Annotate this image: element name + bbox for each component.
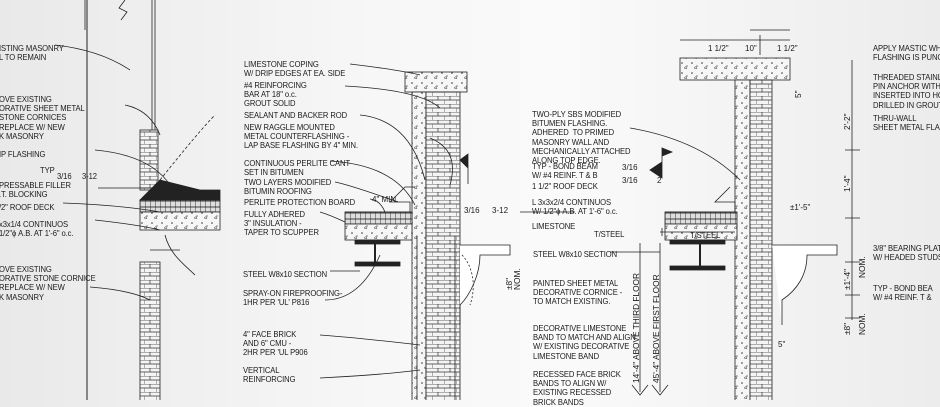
sealant-label: SEALANT AND BACKER ROD bbox=[244, 110, 348, 120]
dim-10: 10" bbox=[745, 44, 757, 53]
angle-label: L 3x3x2/4 CONTINUOS W/ 1/2"ϕ A.B. AT 1'-… bbox=[532, 197, 618, 217]
weld-length-top: 2 bbox=[657, 163, 662, 172]
painted-cornice-label: PAINTED SHEET METAL DECORATIVE CORNICE -… bbox=[533, 278, 623, 307]
insulation-label: FULLY ADHERED 3" INSULATION - TAPER TO S… bbox=[244, 209, 319, 238]
weld-spacing-label: 3-12 bbox=[82, 171, 97, 181]
roof-deck-label: 1 1/2" ROOF DECK bbox=[532, 181, 598, 191]
coping-label: LIMESTONE COPING W/ DRIP EDGES AT EA. SI… bbox=[244, 59, 346, 79]
dim-8: ±8" bbox=[842, 322, 852, 335]
weld-size-label: 3/16 bbox=[57, 171, 72, 181]
bond-beam-label: TYP - BOND BEAM W/ #4 REINF. T & B bbox=[532, 161, 598, 181]
counterflashing-label: NEW RAGGLE MOUNTED METAL COUNTERFLASHING… bbox=[244, 122, 358, 151]
roof-deck-label: /2" ROOF DECK bbox=[0, 202, 55, 212]
steel-section-label: STEEL W8x10 SECTION bbox=[243, 269, 328, 279]
bearing-plate-label: 3/8" BEARING PLAT W/ HEADED STUDS bbox=[873, 243, 940, 263]
dim-5: 5" bbox=[793, 90, 803, 98]
typ-label: TYP bbox=[40, 165, 55, 175]
weld-spacing-label: 3-12 bbox=[492, 206, 509, 215]
bond-beam-label: TYP - BOND BEA W/ #4 REINF. T & bbox=[873, 283, 933, 303]
weld-size-bottom: 3/16 bbox=[622, 176, 638, 185]
elevation-third-floor: 14'-4" ABOVE THIRD FLOOR bbox=[631, 273, 641, 383]
steel-section-label: STEEL W8x10 SECTION bbox=[533, 249, 618, 259]
dim-1-1-2-right: 1 1/2" bbox=[777, 44, 798, 53]
protection-board-label: PERLITE PROTECTION BOARD bbox=[244, 197, 356, 207]
face-brick-label: 4" FACE BRICK AND 6" CMU - 2HR PER 'UL P… bbox=[243, 329, 308, 358]
min-dimension: 4" MIN. bbox=[372, 195, 399, 204]
dim-1-5: ±1'-5" bbox=[790, 203, 811, 212]
mastic-label: APPLY MASTIC WHE FLASHING IS PUNC bbox=[873, 43, 940, 63]
remove-sheet-metal-label: OVE EXISTING ORATIVE SHEET METAL STONE C… bbox=[0, 94, 85, 141]
decorative-band-label: DECORATIVE LIMESTONE BAND TO MATCH AND A… bbox=[533, 323, 636, 361]
cant-label: CONTINUOUS PERLITE CANT SET IN BITUMEN bbox=[244, 158, 351, 178]
recessed-brick-label: RECESSED FACE BRICK BANDS TO ALIGN W/ EX… bbox=[533, 369, 621, 407]
weld-size-top: 3/16 bbox=[622, 163, 638, 172]
t-steel-label: T/STEEL bbox=[690, 230, 721, 240]
fireproofing-label: SPRAY-ON FIREPROOFING- 1HR PER 'UL' P816 bbox=[243, 288, 343, 308]
nom-label: NOM. bbox=[857, 256, 867, 278]
elevation-first-floor: 45'-4" ABOVE FIRST FLOOR bbox=[651, 274, 661, 383]
thru-wall-label: THRU-WALL SHEET METAL FLAS bbox=[873, 113, 940, 133]
limestone-label: LIMESTONE bbox=[532, 221, 576, 231]
dim-1-1-2-left: 1 1/2" bbox=[708, 44, 729, 53]
reinforcing-label: #4 REINFORCING BAR AT 18" o.c. GROUT SOL… bbox=[244, 80, 307, 109]
weld-length-bottom: 2 bbox=[657, 176, 662, 185]
dim-2-2: 2'-2" bbox=[842, 113, 852, 130]
pin-anchor-label: THREADED STAINLE PIN ANCHOR WITH INSERTE… bbox=[873, 72, 940, 110]
dim-5-b: 5" bbox=[778, 340, 786, 349]
plus8-dimension: ±8" bbox=[504, 277, 514, 290]
dim-1-4: 1'-4" bbox=[842, 175, 852, 192]
existing-masonry-label: ISTING MASONRY L TO REMAIN bbox=[0, 43, 64, 63]
sbs-flashing-label: TWO-PLY SBS MODIFIED BITUMEN FLASHING. A… bbox=[532, 109, 631, 166]
dim-1-4-b: ±1'-4" bbox=[842, 268, 852, 290]
vertical-reinforcing-label: VERTICAL REINFORCING bbox=[243, 365, 296, 385]
remove-stone-label: OVE EXISTING ORATIVE STONE CORNICE REPLA… bbox=[0, 264, 96, 302]
angle-label: x3x1/4 CONTINUOS 1/2"ϕ A.B. AT 1'-6" o.c… bbox=[0, 219, 74, 239]
filler-label: PRESSABLE FILLER .T. BLOCKING bbox=[0, 180, 71, 200]
roofing-label: TWO LAYERS MODIFIED BITUMIN ROOFING bbox=[244, 177, 332, 197]
drip-flashing-label: IP FLASHING bbox=[0, 149, 46, 159]
t-steel-label: T/STEEL bbox=[594, 229, 625, 239]
weld-size-label: 3/16 bbox=[464, 206, 480, 215]
nom-label: NOM. bbox=[857, 313, 867, 335]
